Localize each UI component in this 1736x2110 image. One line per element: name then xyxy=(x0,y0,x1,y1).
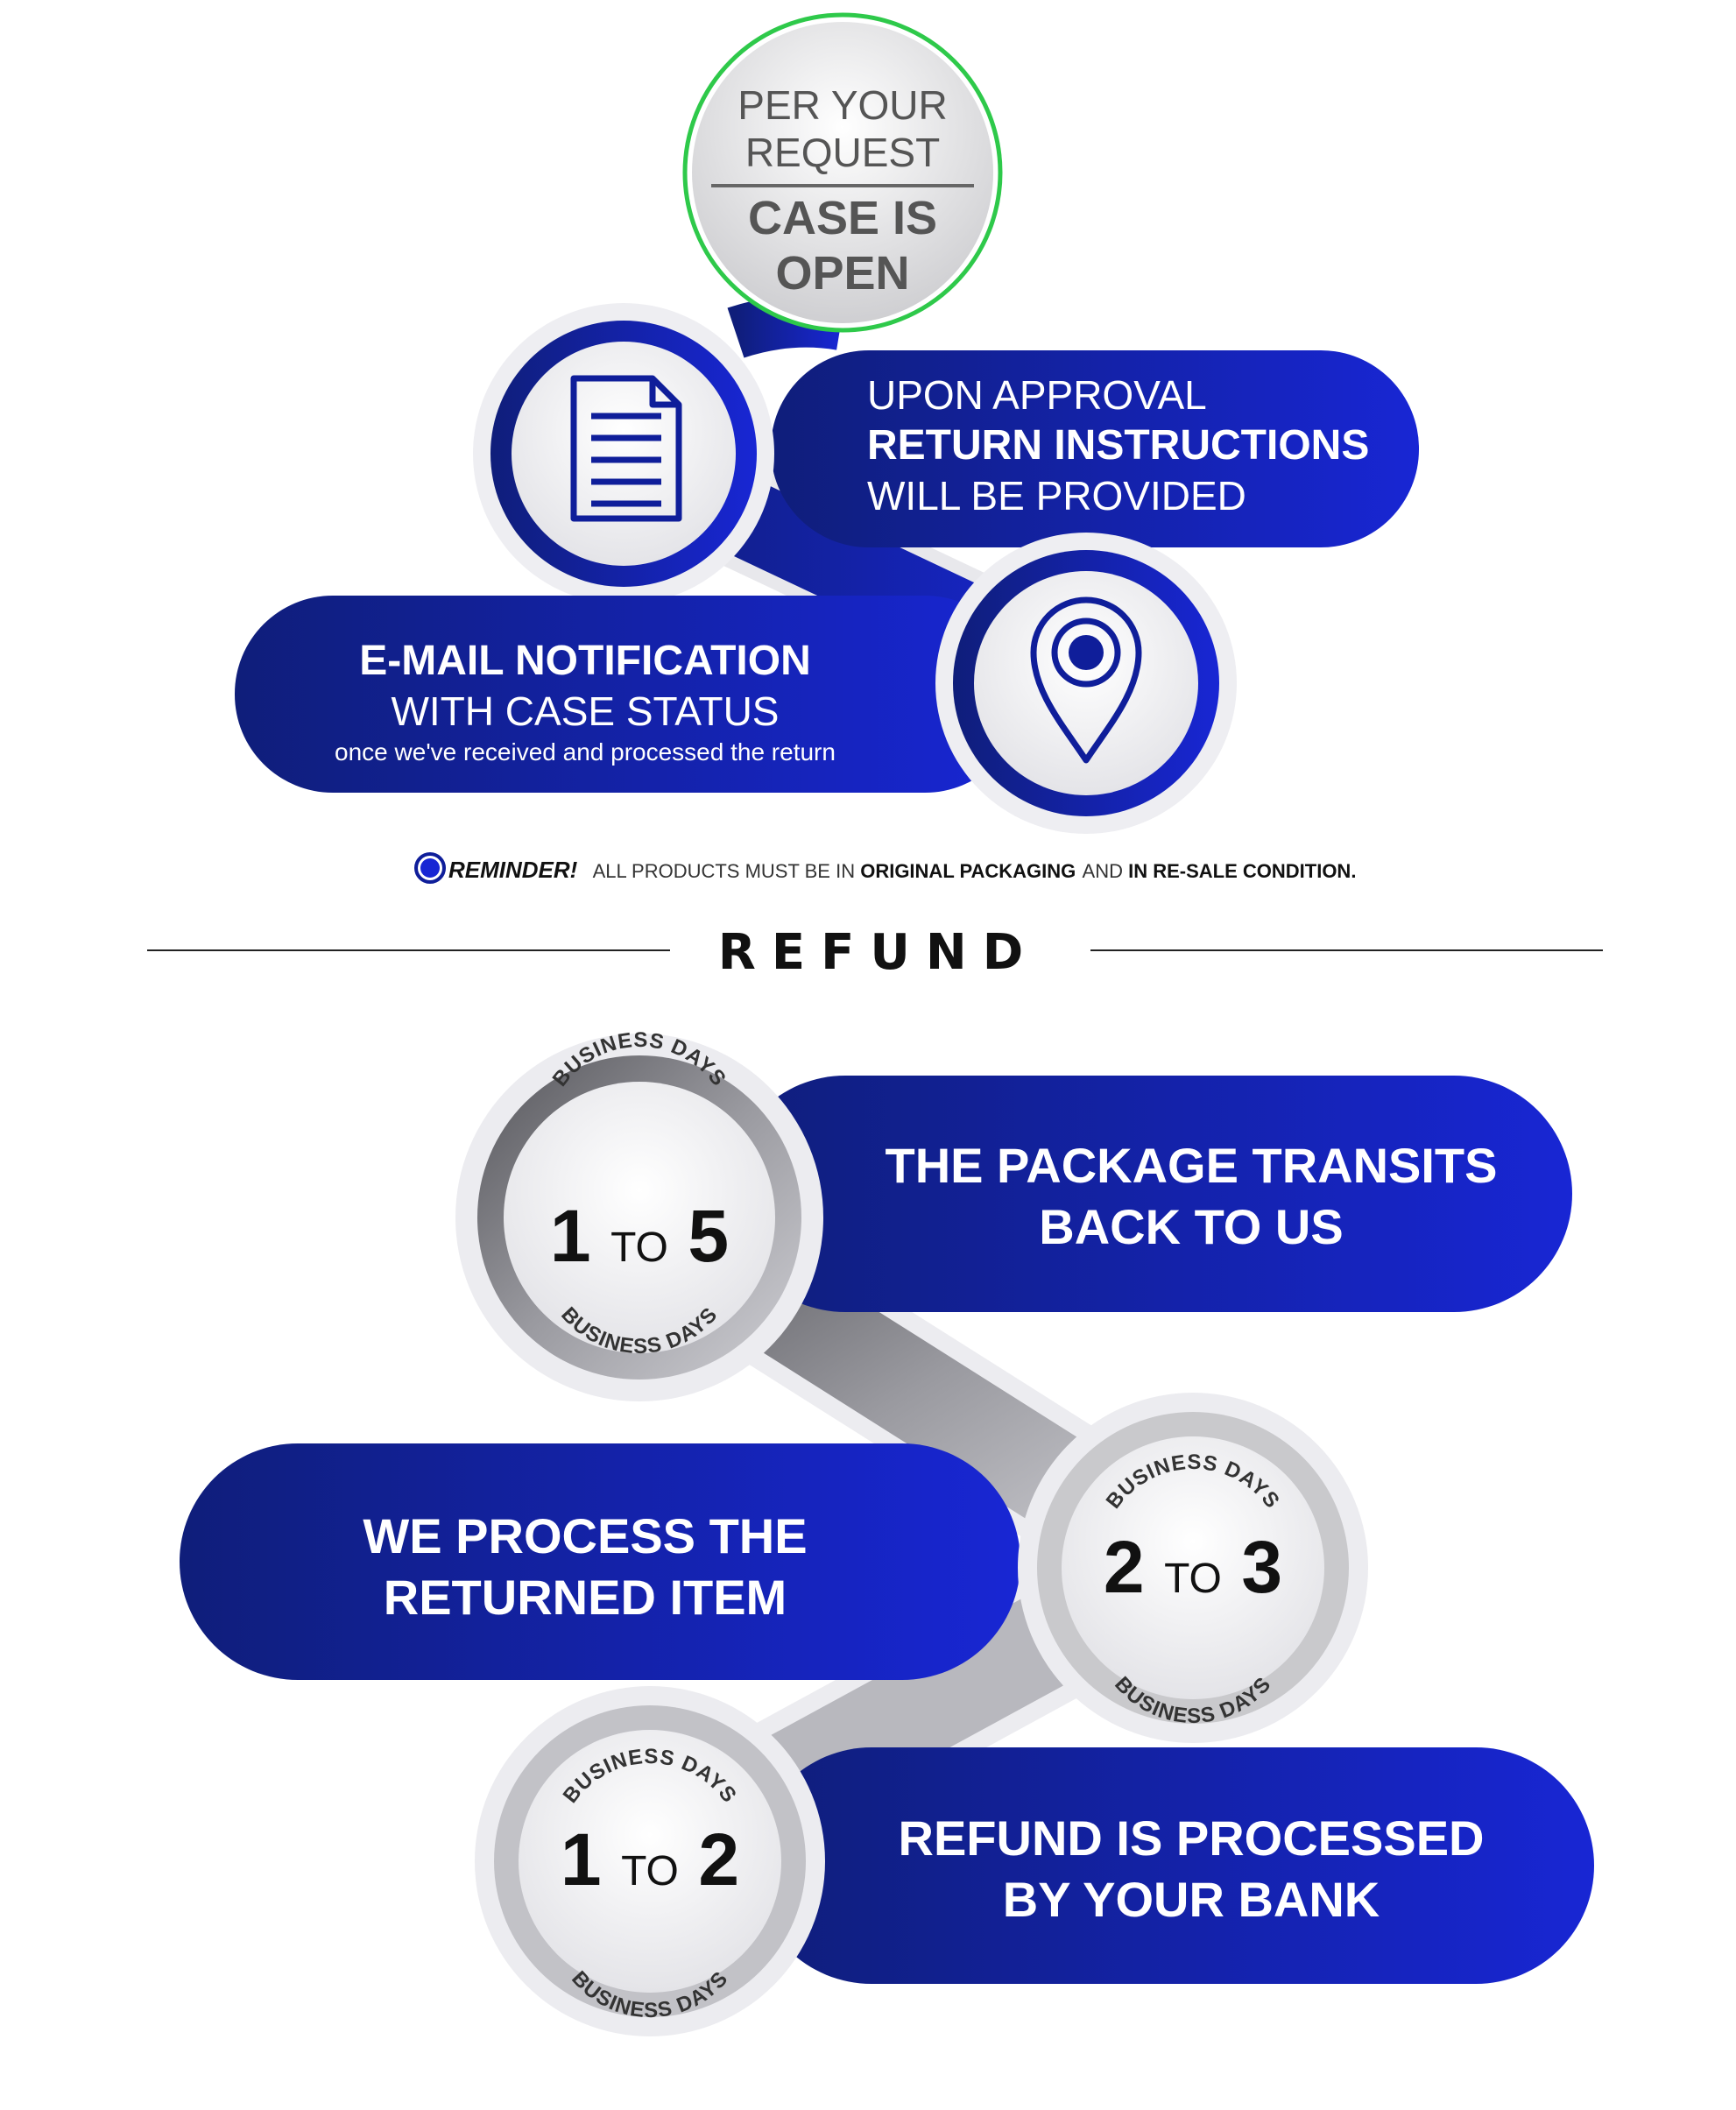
reminder-icon xyxy=(414,852,446,884)
instructions-line2: RETURN INSTRUCTIONS xyxy=(867,422,1369,469)
instructions-line3: WILL BE PROVIDED xyxy=(867,473,1246,519)
days-node-2 xyxy=(1018,1393,1368,1743)
badge-line2: REQUEST xyxy=(745,130,940,175)
notification-line1: E-MAIL NOTIFICATION xyxy=(359,638,811,684)
case-open-badge xyxy=(682,12,1003,333)
refund-title: REFUND xyxy=(718,924,1039,981)
refund-stage-3-line1: REFUND IS PROCESSED xyxy=(899,1810,1485,1866)
refund-stage-1-line1: THE PACKAGE TRANSITS xyxy=(886,1138,1498,1193)
days-range-1-to: 5 xyxy=(688,1195,729,1277)
location-node xyxy=(935,533,1237,834)
days-range-2-to-word: TO xyxy=(1164,1556,1222,1602)
reminder-bold2: IN RE-SALE CONDITION. xyxy=(1128,860,1356,882)
instructions-line1: UPON APPROVAL xyxy=(867,372,1207,418)
reminder-label: REMINDER! xyxy=(448,857,578,883)
refund-pill-2 xyxy=(180,1443,1020,1680)
days-node-1 xyxy=(455,1034,823,1401)
days-range-3-to-word: TO xyxy=(621,1848,679,1895)
location-pin-icon xyxy=(1030,596,1142,764)
days-range-2-to: 3 xyxy=(1241,1526,1282,1608)
refund-stage-2-line1: WE PROCESS THE xyxy=(363,1508,807,1563)
badge-line3: CASE IS xyxy=(748,192,937,244)
refund-pill-3 xyxy=(753,1747,1594,1984)
document-node xyxy=(473,303,774,604)
badge-line1: PER YOUR xyxy=(737,82,947,128)
notification-line2: WITH CASE STATUS xyxy=(392,688,780,734)
days-range-1-from: 1 xyxy=(550,1195,591,1277)
refund-stage-1-line2: BACK TO US xyxy=(1039,1199,1343,1254)
days-range-3-to: 2 xyxy=(698,1818,739,1901)
days-range-2-from: 2 xyxy=(1104,1526,1145,1608)
instructions-pill xyxy=(771,350,1419,547)
notification-pill xyxy=(235,596,1023,793)
days-range-3-from: 1 xyxy=(561,1818,602,1901)
notification-line3: once we've received and processed the re… xyxy=(335,738,836,766)
reminder-text2: AND xyxy=(1083,860,1129,882)
days-node-3 xyxy=(475,1686,825,2036)
document-icon xyxy=(570,375,682,522)
refund-stage-2-line2: RETURNED ITEM xyxy=(384,1570,787,1625)
days-range-2: 2 TO 3 xyxy=(1104,1526,1282,1608)
badge-line4: OPEN xyxy=(775,247,909,300)
reminder-bold1: ORIGINAL PACKAGING xyxy=(860,860,1076,882)
reminder-text1: ALL PRODUCTS MUST BE IN xyxy=(593,860,861,882)
refund-stage-3-line2: BY YOUR BANK xyxy=(1003,1872,1380,1927)
days-range-1: 1 TO 5 xyxy=(550,1195,729,1277)
days-range-3: 1 TO 2 xyxy=(561,1818,739,1901)
reminder-text: REMINDER! ALL PRODUCTS MUST BE IN ORIGIN… xyxy=(448,857,1356,883)
days-range-1-to-word: TO xyxy=(610,1224,668,1271)
refund-pill-1 xyxy=(727,1076,1572,1312)
